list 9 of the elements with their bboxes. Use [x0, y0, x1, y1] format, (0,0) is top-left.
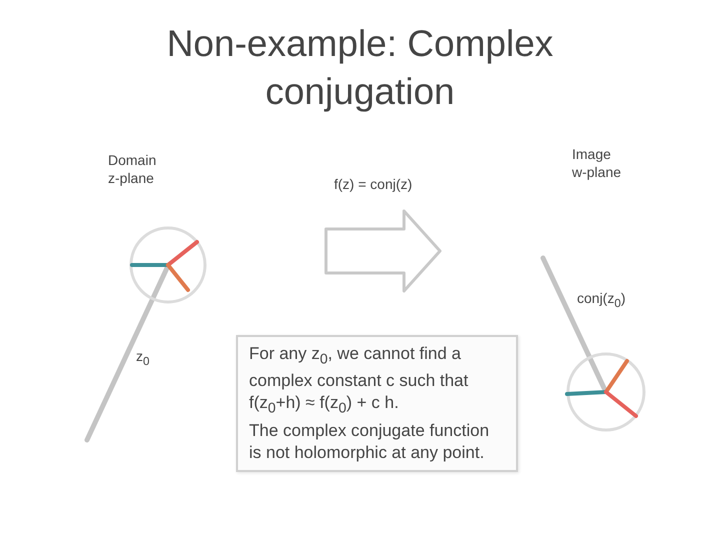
note-text: The complex conjugate function is not holomorphic at any point.: [249, 420, 490, 464]
point-label: z$_{0}$: [136, 347, 150, 370]
slide-title: Non-example: Complex conjugation: [166, 22, 554, 114]
plane-label: Image w-plane: [572, 145, 622, 181]
note-text: For any z$_{0}$, we cannot find a complex constant c such that f(z$_{0}$+h) ≈ f(z$_{0}$) + c h.: [249, 343, 470, 419]
point-label: conj(z$_{0}$): [577, 289, 626, 312]
note-box: [236, 335, 518, 472]
plane-label: Domain z-plane: [108, 151, 156, 187]
function-label: f(z) = conj(z): [334, 175, 412, 193]
